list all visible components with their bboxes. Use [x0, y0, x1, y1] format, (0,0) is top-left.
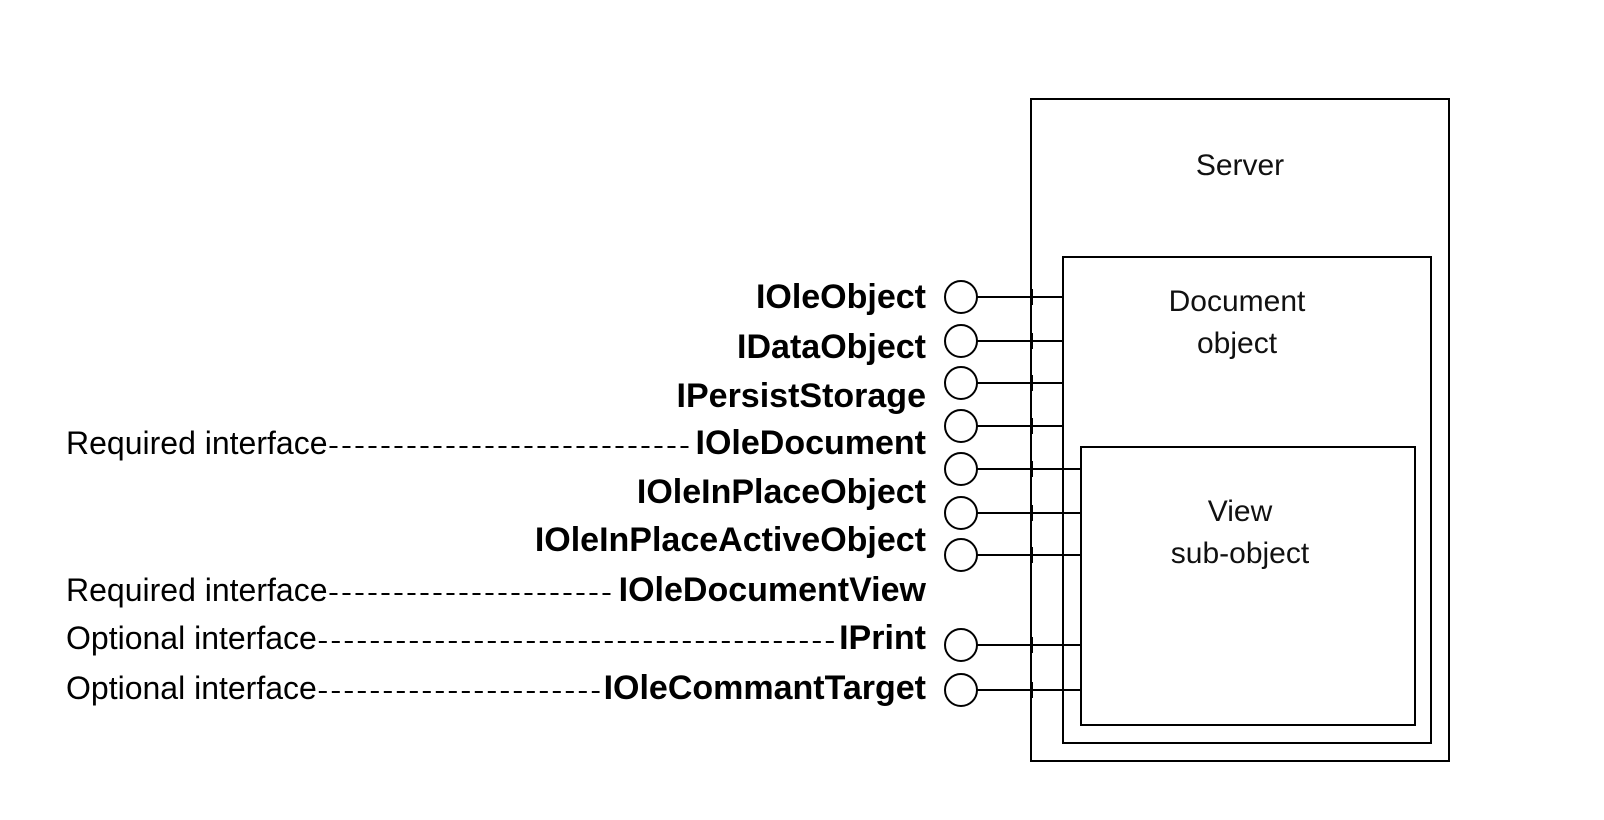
interface-lollipop-icon: [944, 628, 978, 662]
view-subobject-label-line2: sub-object: [1170, 537, 1310, 570]
interface-name: IOleInPlaceActiveObject: [534, 521, 926, 559]
interface-requirement-note: Required interface: [66, 425, 328, 461]
interface-name: IOleDocument: [695, 424, 926, 462]
interface-lollipop-icon: [944, 538, 978, 572]
view-subobject-box: [1080, 446, 1416, 726]
server-box: [1030, 98, 1450, 762]
interface-lollipop-icon: [944, 324, 978, 358]
interface-requirement-note: Optional interface: [66, 670, 317, 706]
interface-lollipop-icon: [944, 280, 978, 314]
interface-name: IDataObject: [737, 328, 926, 366]
interface-name: IOleCommantTarget: [603, 669, 926, 707]
interface-name: IOleInPlaceObject: [636, 473, 926, 511]
view-subobject-label-line1: View: [1207, 495, 1273, 528]
interface-requirement-note: Optional interface: [66, 620, 317, 656]
interface-name: IOleObject: [755, 278, 926, 316]
interface-lollipop-icon: [944, 366, 978, 400]
interface-name: IPersistStorage: [676, 377, 926, 415]
document-object-label-line2: object: [1196, 327, 1278, 360]
interface-name: IOleDocumentView: [618, 571, 926, 609]
document-object-box: [1062, 256, 1432, 744]
interface-lollipop-icon: [944, 452, 978, 486]
document-object-label-line1: Document: [1168, 285, 1306, 318]
server-label: Server: [1195, 149, 1285, 182]
interface-requirement-note: Required interface: [66, 572, 328, 608]
interface-lollipop-icon: [944, 673, 978, 707]
interface-lollipop-icon: [944, 496, 978, 530]
interface-name: IPrint: [839, 619, 926, 657]
interface-lollipop-icon: [944, 409, 978, 443]
